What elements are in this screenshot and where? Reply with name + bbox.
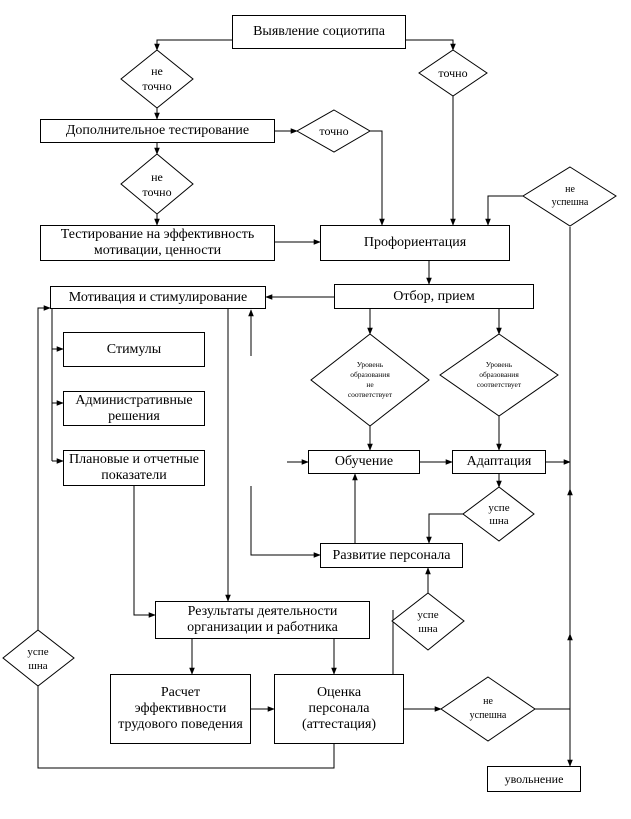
box-incentives: Стимулы bbox=[63, 332, 205, 367]
box-motivation: Мотивация и стимулирование bbox=[50, 286, 266, 309]
box-adaptation: Адаптация bbox=[452, 450, 546, 474]
diamond-success-left bbox=[2, 629, 75, 687]
box-dismissal: увольнение bbox=[487, 766, 581, 792]
box-planned-indicators: Плановые и отчетные показатели bbox=[63, 450, 205, 486]
connector bbox=[370, 130, 385, 226]
label-success-left: успе шна bbox=[27, 646, 49, 672]
diamond-inexact-2 bbox=[120, 153, 194, 215]
connector bbox=[37, 686, 335, 769]
label-exact-2: точно bbox=[319, 123, 349, 138]
box-selection: Отбор, прием bbox=[334, 284, 534, 309]
diamond-inexact-1 bbox=[120, 49, 194, 109]
box-identify-sociotype: Выявление социотипа bbox=[232, 15, 406, 49]
diamond-edu-match bbox=[439, 333, 559, 417]
label-edu-not-match: Уровень образования не соответствует bbox=[347, 360, 393, 399]
connector bbox=[37, 305, 51, 630]
box-training: Обучение bbox=[308, 450, 420, 474]
diamond-exact-2 bbox=[295, 109, 371, 153]
box-motivation-testing: Тестирование на эффективность мотивации,… bbox=[40, 225, 275, 261]
label-success-assess: успе шна bbox=[417, 609, 439, 635]
diamond-edu-not-match bbox=[310, 333, 430, 427]
box-extra-testing: Дополнительное тестирование bbox=[40, 119, 275, 143]
label-inexact-1: не точно bbox=[142, 64, 172, 93]
connector bbox=[485, 195, 523, 226]
box-admin-decisions: Административные решения bbox=[63, 391, 205, 426]
diamond-success-adapt bbox=[462, 486, 535, 542]
box-results: Результаты деятельности организации и ра… bbox=[155, 601, 370, 639]
label-unsuccessful-top: не успешна bbox=[551, 184, 589, 208]
label-unsuccessful-assess: не успешна bbox=[469, 696, 507, 721]
diamond-success-assess bbox=[391, 592, 465, 651]
label-inexact-2: не точно bbox=[142, 170, 172, 199]
connector bbox=[133, 486, 156, 618]
label-exact-1: точно bbox=[438, 65, 468, 80]
diamond-unsuccessful-top bbox=[522, 166, 617, 227]
connector bbox=[154, 39, 232, 51]
label-success-adapt: успе шна bbox=[488, 502, 510, 527]
connector bbox=[426, 513, 463, 544]
label-edu-match: Уровень образования соответствует bbox=[476, 360, 522, 389]
box-assessment: Оценка персонала (аттестация) bbox=[274, 674, 404, 744]
connector bbox=[406, 39, 456, 51]
box-efficiency-calc: Расчет эффективности трудового поведения bbox=[110, 674, 251, 744]
box-career-guidance: Профориентация bbox=[320, 225, 510, 261]
diamond-unsuccessful-assess bbox=[440, 676, 536, 742]
box-development: Развитие персонала bbox=[320, 543, 463, 568]
connector bbox=[250, 486, 321, 558]
diamond-exact-1 bbox=[418, 49, 488, 97]
